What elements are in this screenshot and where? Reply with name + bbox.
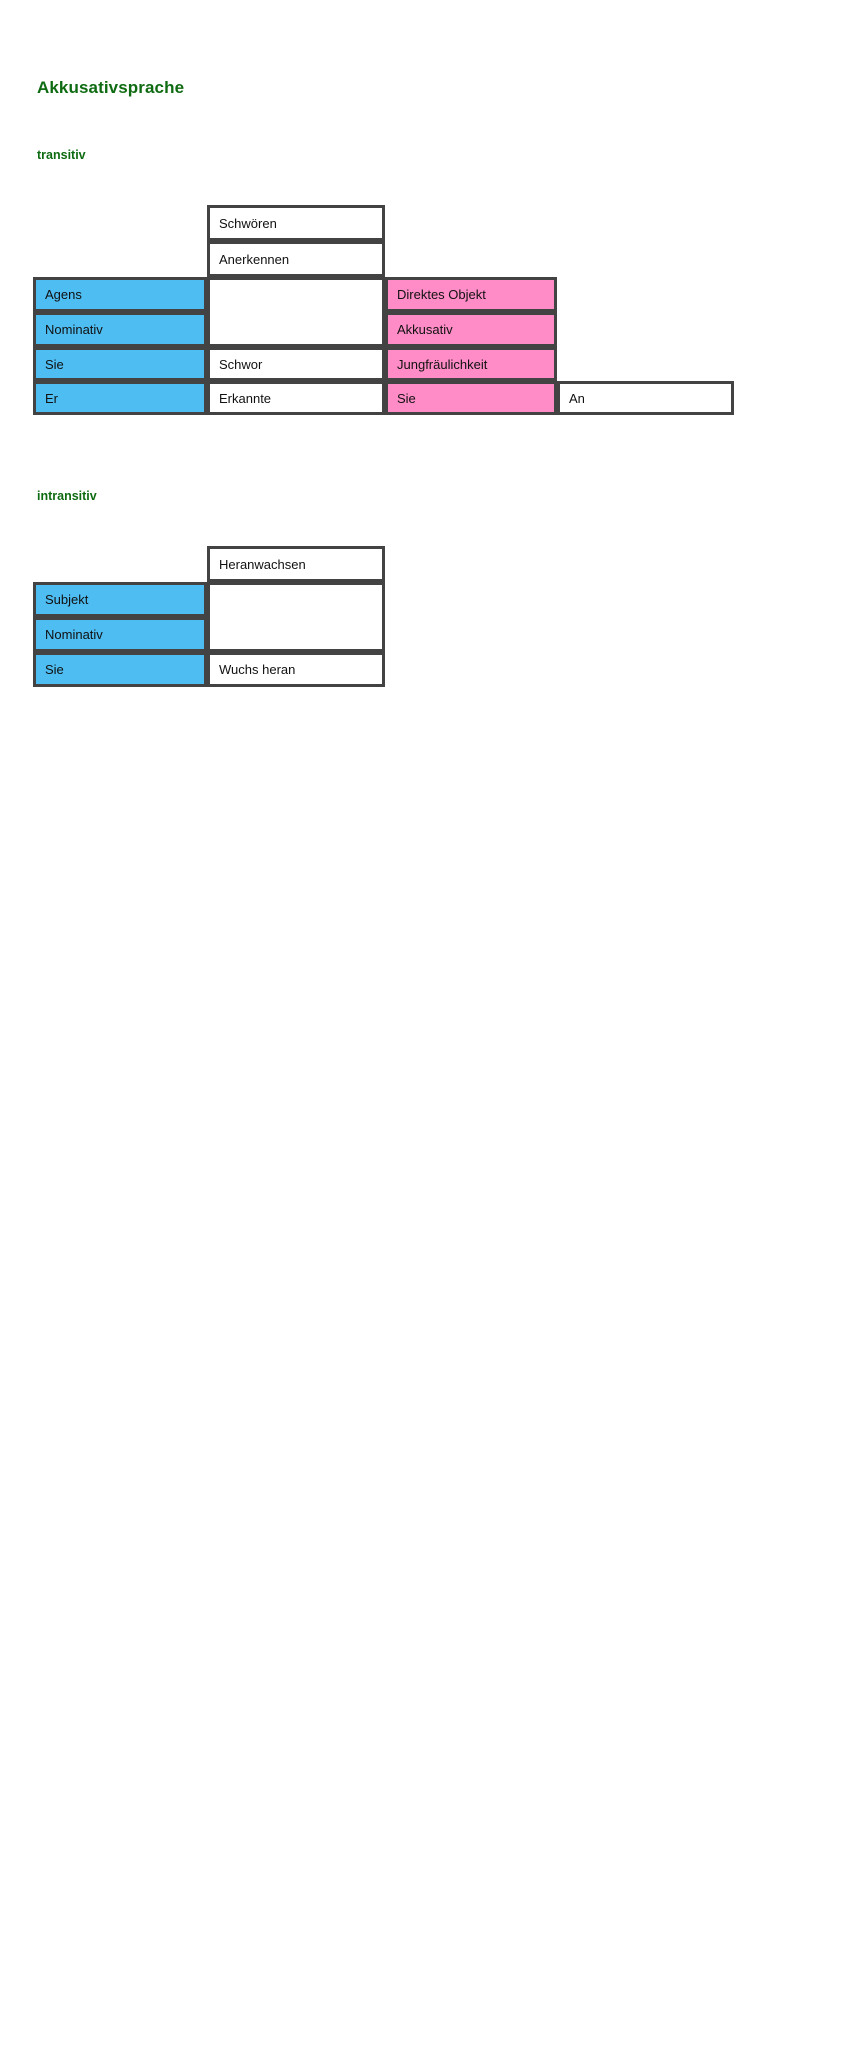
table-intransitiv: Heranwachsen Subjekt Nominativ Sie Wuchs… [0, 546, 857, 2048]
table-cell-example-er: Er [33, 381, 207, 415]
table-cell-example-sie-object: Sie [385, 381, 557, 415]
table-cell-example-jungfraeulichkeit: Jungfräulichkeit [385, 347, 557, 381]
table-cell-verb-schwoeren: Schwören [207, 205, 385, 241]
table-cell-verb-empty [207, 277, 385, 347]
table-cell-example-schwor: Schwor [207, 347, 385, 381]
table-cell-role-agens: Agens [33, 277, 207, 312]
table-cell-example-erkannte: Erkannte [207, 381, 385, 415]
table-cell-verb-anerkennen: Anerkennen [207, 241, 385, 277]
table-cell-example-sie-intransitiv: Sie [33, 652, 207, 687]
table-cell-case-akkusativ: Akkusativ [385, 312, 557, 347]
page-title: Akkusativsprache [37, 78, 185, 97]
table-cell-case-nominativ-intransitiv: Nominativ [33, 617, 207, 652]
table-cell-case-nominativ: Nominativ [33, 312, 207, 347]
table-cell-example-wuchs-heran: Wuchs heran [207, 652, 385, 687]
table-cell-verb-empty-intransitiv [207, 582, 385, 652]
table-cell-example-sie-subject: Sie [33, 347, 207, 381]
table-cell-role-direktes-objekt: Direktes Objekt [385, 277, 557, 312]
table-cell-role-subjekt: Subjekt [33, 582, 207, 617]
section-label-transitiv: transitiv [37, 148, 86, 162]
section-label-intransitiv: intransitiv [37, 489, 97, 503]
table-transitiv: Schwören Anerkennen Agens Direktes Objek… [33, 205, 734, 415]
table-cell-example-an: An [557, 381, 734, 415]
table-cell-verb-heranwachsen: Heranwachsen [207, 546, 385, 582]
